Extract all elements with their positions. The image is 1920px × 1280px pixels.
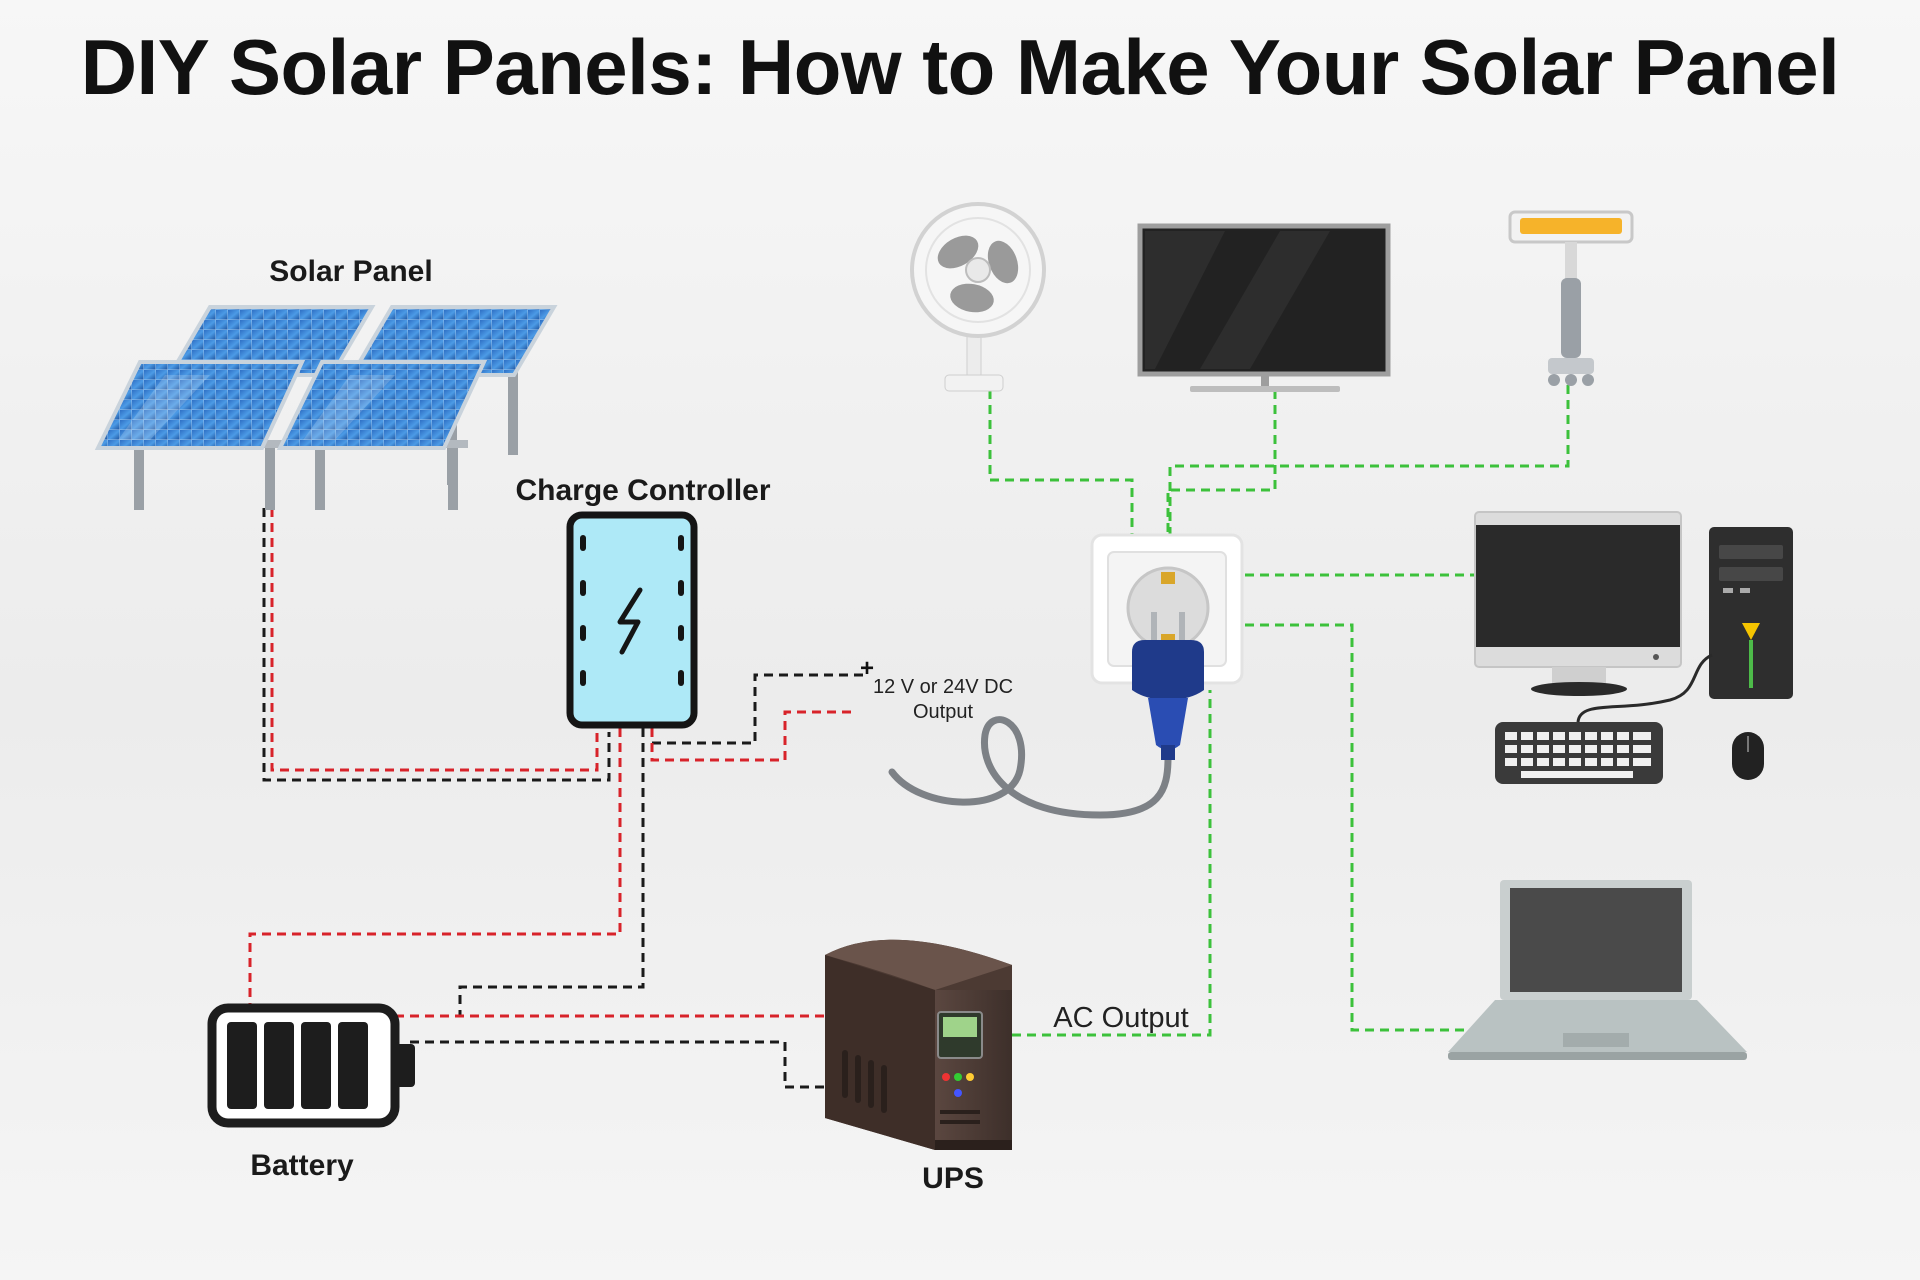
- battery-label: Battery: [250, 1149, 354, 1182]
- wire-ups-socket-ac: [1012, 690, 1212, 1037]
- ups-label: UPS: [922, 1162, 984, 1195]
- fan-icon: [910, 202, 1046, 392]
- solar-panel-label: Solar Panel: [269, 255, 432, 288]
- wire-solar-negative: [262, 508, 611, 782]
- ups-icon: [825, 939, 1012, 1150]
- dc-plus-sign: +: [860, 655, 874, 682]
- heater-icon: [1508, 210, 1634, 386]
- wire-tv-socket: [1166, 390, 1277, 535]
- wire-heater-socket: [1168, 385, 1570, 535]
- desktop-computer-icon: [1474, 511, 1793, 784]
- laptop-icon: [1448, 880, 1747, 1060]
- wire-battery-ups-negative: [410, 1040, 828, 1089]
- wires: [248, 385, 1570, 1089]
- battery-icon: [207, 1003, 415, 1128]
- wire-fan-socket: [988, 390, 1134, 535]
- solar-panel-array-icon: [94, 305, 558, 510]
- wire-battery-positive-controller: [248, 728, 622, 1008]
- dc-output-label-line1: 12 V or 24V DC: [873, 676, 1013, 698]
- ac-output-label: AC Output: [1053, 1002, 1188, 1034]
- tv-icon: [1137, 223, 1391, 392]
- charge-controller-icon: [566, 511, 698, 729]
- wire-battery-negative-controller: [458, 728, 645, 1015]
- wire-dc-output-positive: [650, 710, 855, 762]
- charge-controller-label: Charge Controller: [515, 474, 770, 507]
- lightning-icon: [617, 587, 643, 655]
- page-title: DIY Solar Panels: How to Make Your Solar…: [80, 23, 1840, 111]
- dc-output-label-line2: Output: [913, 701, 973, 723]
- wire-solar-positive: [270, 508, 599, 772]
- power-cable: [888, 716, 1172, 819]
- plug-icon: [1132, 612, 1204, 760]
- wire-laptop-socket: [1245, 623, 1470, 1032]
